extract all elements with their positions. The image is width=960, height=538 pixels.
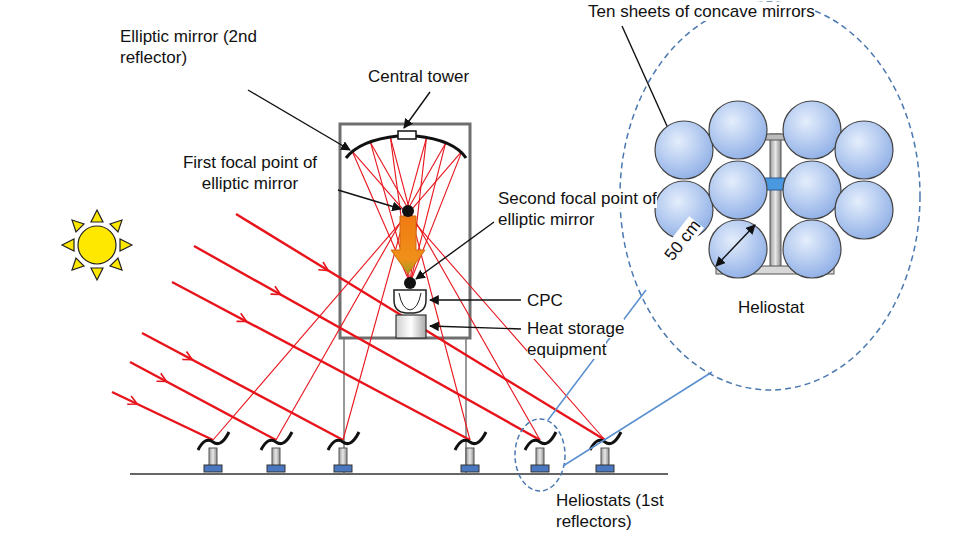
dimension-arrow: [716, 225, 755, 266]
label-text: CPC: [527, 291, 563, 310]
callout-label: CPC: [527, 290, 587, 311]
sun-symbol: [62, 210, 132, 280]
callout-label: Heat storage equipment: [527, 318, 657, 360]
label-text: Heliostat: [738, 298, 804, 317]
label-text: Ten sheets of concave mirrors: [588, 2, 815, 21]
focus-arrow: [391, 216, 425, 274]
heliostat-row: [198, 432, 621, 472]
inset-callout: [515, 2, 920, 491]
heat-storage-symbol: [396, 315, 426, 338]
label-text: First focal point of elliptic mirror: [183, 153, 317, 193]
callout-label: First focal point of elliptic mirror: [160, 152, 340, 194]
label-text: Second focal point of elliptic mirror: [498, 189, 657, 229]
label-text: Heat storage equipment: [527, 319, 624, 359]
leader-lines: [248, 26, 676, 329]
callout-label: Heliostats (1st reflectors): [556, 490, 716, 532]
label-text: Heliostats (1st reflectors): [556, 491, 664, 531]
second-focal-point: [404, 277, 416, 289]
heliostat-detail: [655, 101, 893, 278]
cpc-symbol: [394, 290, 426, 313]
callout-label: Central tower: [368, 66, 528, 87]
elliptic-mirror: [346, 131, 466, 158]
callout-label: Heliostat: [738, 297, 838, 318]
callout-label: Second focal point of elliptic mirror: [498, 188, 658, 230]
callout-label: Elliptic mirror (2nd reflector): [120, 26, 280, 68]
label-text: Elliptic mirror (2nd reflector): [120, 27, 257, 67]
label-text: Central tower: [368, 67, 469, 86]
callout-label: Ten sheets of concave mirrors: [588, 1, 888, 22]
first-focal-point: [402, 205, 414, 217]
light-rays: [112, 137, 605, 440]
ground-line: [130, 473, 668, 475]
central-tower: [340, 124, 470, 474]
